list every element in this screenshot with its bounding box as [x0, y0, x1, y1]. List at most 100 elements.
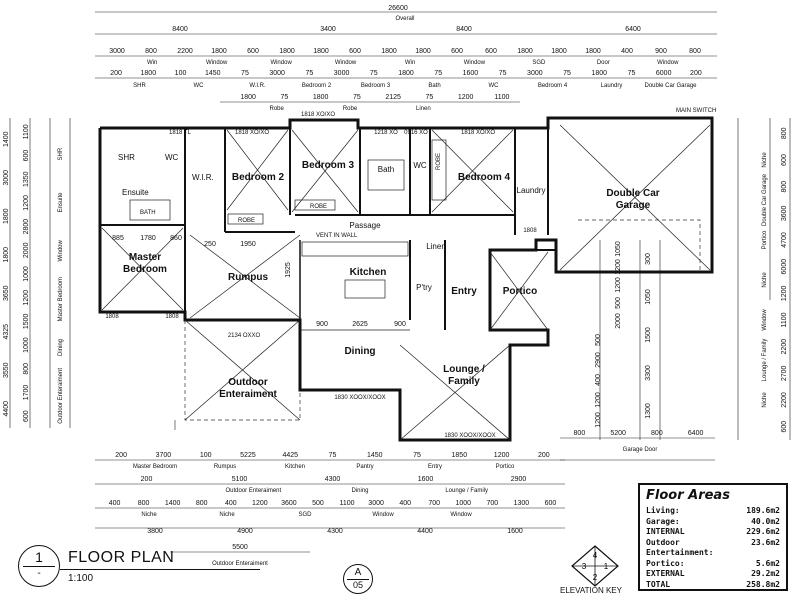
bottom-row2-dim-0: 200 — [141, 476, 153, 483]
top-row3-dim-18: 200 — [690, 70, 702, 77]
top-row4-label-0: Robe — [269, 106, 284, 112]
left-col2-dim-7: 1200 — [23, 290, 30, 306]
left-col1-dim-6: 3550 — [3, 362, 10, 378]
room-linen: Linen — [426, 242, 446, 251]
bottom-row2-label-2: Lounge / Family — [445, 488, 488, 494]
sheet-number: 1 — [35, 549, 43, 565]
right-label-4: Window — [762, 309, 768, 331]
bottom-row1-dim-5: 75 — [329, 452, 337, 459]
window-code-6: 1808 — [105, 314, 119, 320]
top-row4-dim-1: 75 — [280, 94, 288, 101]
left-col2: 1100600135012002800200010001200150010008… — [23, 124, 64, 423]
left-col1-dim-0: 1400 — [3, 131, 10, 147]
room-pantry: P'try — [416, 283, 432, 292]
top-row2-dim-12: 1800 — [517, 48, 533, 55]
floor-area-value: 229.6m2 — [746, 527, 780, 536]
left-col2-dim-12: 600 — [23, 410, 30, 422]
top-row3-label-1: WC — [194, 83, 205, 89]
section-ref-sheet: 05 — [352, 580, 363, 590]
bottom-row2-dim-3: 1600 — [418, 476, 434, 483]
sheet-ref-circle: 1 - — [18, 545, 60, 587]
left-col1-dim-3: 1800 — [3, 247, 10, 263]
right-inner-b-4: 1300 — [645, 403, 652, 419]
right-col1-dim-1: 600 — [781, 154, 788, 166]
bottom-row1-dim-9: 1200 — [494, 452, 510, 459]
top-row2-dim-6: 1800 — [313, 48, 329, 55]
bottom-right-label-0: Garage Door — [623, 447, 658, 453]
bottom-row1-label-3: Pantry — [356, 464, 373, 470]
main-switch-note: MAIN SWITCH — [676, 108, 716, 114]
left-col2-dim-4: 2800 — [23, 219, 30, 235]
top-row3-label-0: SHR — [133, 83, 146, 89]
top-row4-dim-3: 75 — [353, 94, 361, 101]
right-inner-c-1: 2900 — [595, 352, 602, 368]
left-col2-dim-0: 1100 — [23, 124, 30, 139]
bottom-right-dim-1: 5200 — [610, 430, 626, 437]
right-label-2: Portico — [762, 230, 768, 249]
vent-note: VENT IN WALL — [316, 233, 358, 239]
floor-area-value: 258.8m2 — [746, 579, 780, 589]
window-code-2: 1818 XO/XO — [301, 112, 335, 118]
top-row2-label-6: SGD — [532, 60, 546, 66]
floor-area-value: 23.6m2 — [751, 537, 780, 547]
room-wc1: WC — [165, 153, 179, 162]
bottom-row3-dim-3: 800 — [196, 500, 208, 507]
plan-scale: 1:100 — [68, 573, 94, 584]
bottom-row3-label-2: SGD — [298, 512, 312, 518]
top-row3-label-3: Bedroom 2 — [302, 83, 332, 89]
window-code-7: 1808 — [165, 314, 179, 320]
room-master-1: Master — [129, 252, 161, 263]
bottom-row1-label-0: Master Bedroom — [133, 464, 177, 470]
room-outdoor-1: Outdoor — [228, 377, 268, 388]
floor-area-label: INTERNAL — [646, 527, 685, 536]
top-row3-dim-15: 1800 — [591, 70, 607, 77]
top-row2-dim-7: 600 — [349, 48, 361, 55]
window-code-3: 1218 XO — [374, 130, 398, 136]
left-label-3: Master Bedroom — [58, 277, 64, 321]
left-col2-dim-9: 1000 — [23, 337, 30, 353]
bottom-row3-dim-5: 1200 — [252, 500, 268, 507]
room-bedroom4: Bedroom 4 — [458, 172, 511, 183]
elevation-key: 4 1 3 2 ELEVATION KEY — [560, 544, 630, 600]
kitchen-dim-1: 900 — [316, 321, 328, 328]
top-row2-label-2: Window — [270, 60, 292, 66]
bottom-row2-label-1: Dining — [351, 488, 368, 494]
room-dining: Dining — [344, 346, 375, 357]
room-kitchen: Kitchen — [350, 267, 387, 278]
floor-area-row: Garage:40.0m2 — [646, 517, 780, 528]
bottom-row3-dim-7: 500 — [312, 500, 324, 507]
bottom-row3-dim-0: 400 — [109, 500, 121, 507]
bottom-row1-label-4: Entry — [428, 464, 442, 470]
master-dim-1: 885 — [112, 235, 124, 242]
window-code-10: 1830 XOOX/XOOX — [444, 433, 495, 439]
left-col2-dim-3: 1200 — [23, 195, 30, 211]
top-row2-dim-15: 400 — [621, 48, 633, 55]
room-labels: Master Bedroom Ensuite SHR WC W.I.R. BAT… — [118, 108, 716, 400]
room-master-2: Bedroom — [123, 264, 167, 275]
top-row3-dim-10: 75 — [434, 70, 442, 77]
window-code-9: 1830 XOOX/XOOX — [334, 395, 385, 401]
bottom-row1-dim-7: 75 — [413, 452, 421, 459]
right-inner-a-0: 1050 — [615, 241, 622, 257]
top-dim-2: 3400 — [320, 26, 336, 33]
master-dim-2: 1780 — [140, 235, 156, 242]
top-row2-dim-3: 1800 — [211, 48, 227, 55]
top-row2-label-1: Window — [206, 60, 228, 66]
top-row4-dim-5: 75 — [425, 94, 433, 101]
bottom-row1-dim-0: 200 — [115, 452, 127, 459]
top-row2-dim-9: 1800 — [415, 48, 431, 55]
right-inner-b-3: 3300 — [645, 365, 652, 381]
floor-area-value: 29.2m2 — [751, 569, 780, 578]
bottom-row3-dim-8: 1100 — [340, 500, 355, 507]
right-label-6: Niche — [762, 392, 768, 408]
right-dimensions: 8006008003600470060001200110022002700220… — [595, 118, 791, 440]
top-row3-label-2: W.I.R. — [249, 83, 266, 89]
window-code-4: 0916 XO — [404, 130, 428, 136]
top-row4-dim-6: 1200 — [458, 94, 474, 101]
top-row4-dim-4: 2125 — [385, 94, 401, 101]
